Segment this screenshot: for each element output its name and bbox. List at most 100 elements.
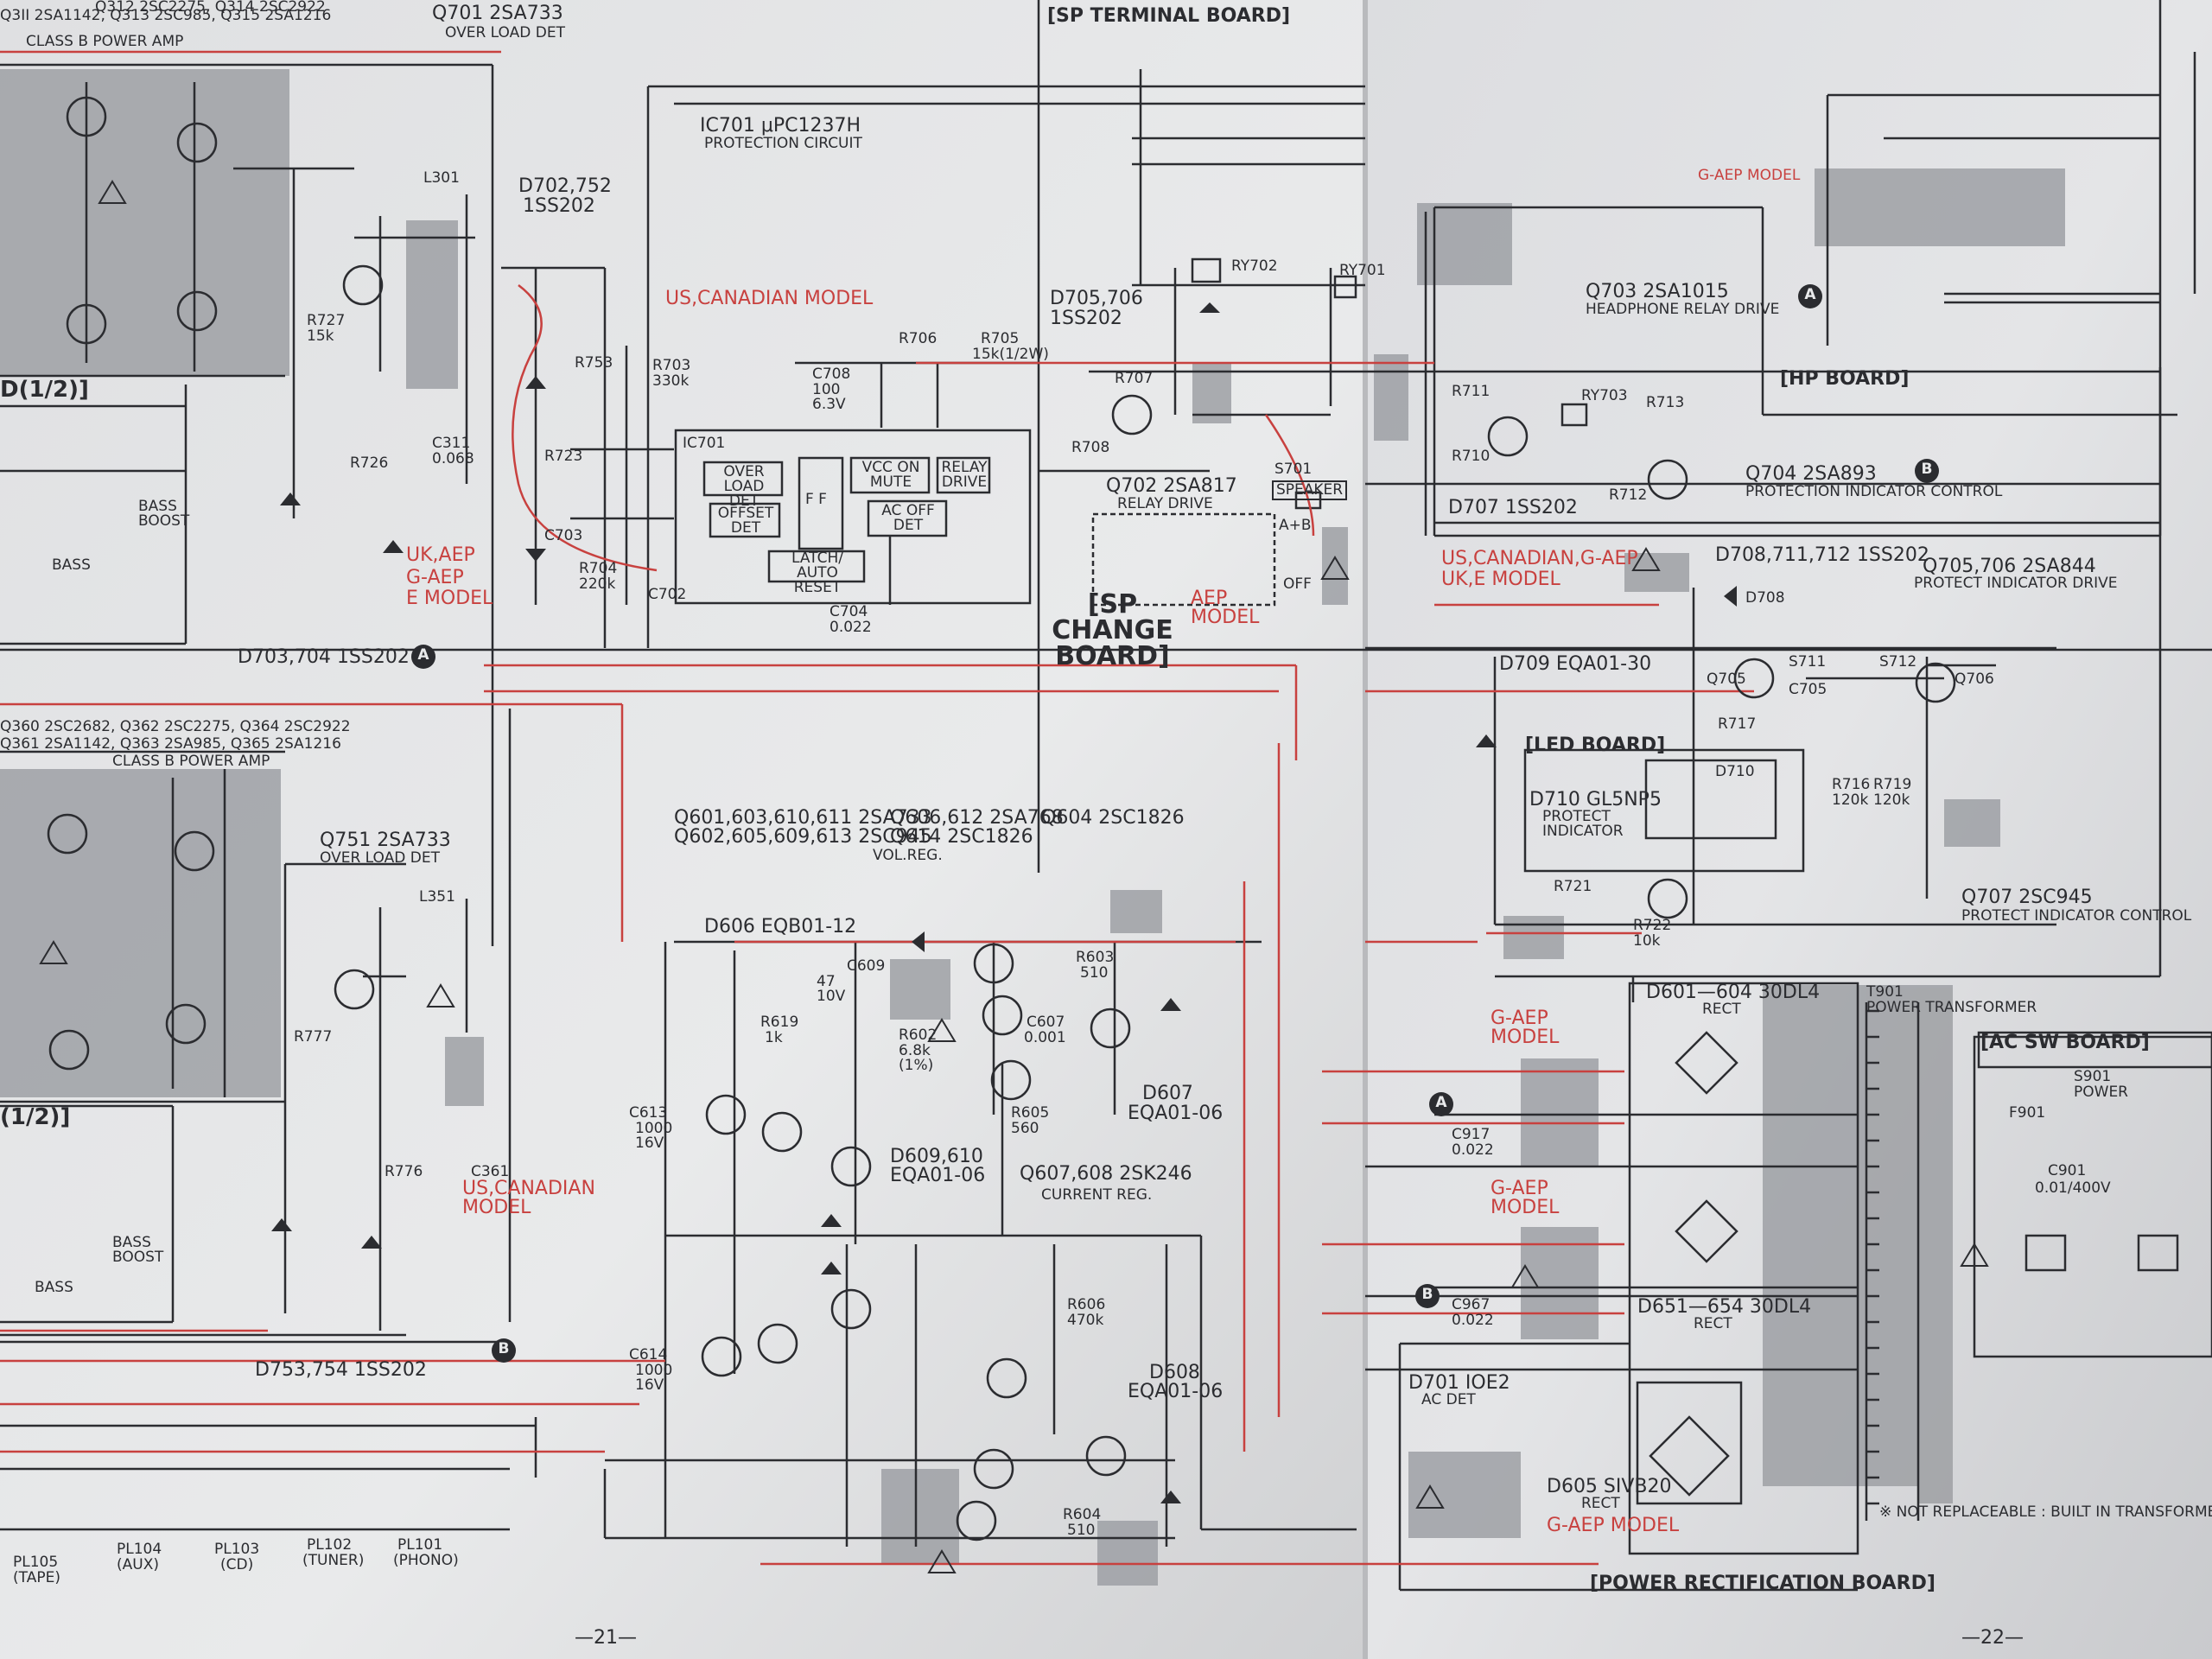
d702-label: D702,752	[518, 175, 612, 197]
note-g-aep-model-3: G-AEP MODEL	[1491, 1178, 1560, 1218]
bass-label-2: BASS	[35, 1279, 73, 1296]
node-marker-label: A	[417, 646, 429, 664]
c703-label: C703	[544, 527, 583, 544]
d651-sub: RECT	[1694, 1315, 1732, 1332]
q706-mark: Q706	[1955, 671, 1994, 688]
q705-label: Q705,706 2SA844	[1923, 556, 2096, 577]
d608-label-2: EQA01-06	[1128, 1381, 1224, 1402]
r726-label: R726	[350, 454, 389, 472]
d607-label: D607	[1142, 1083, 1193, 1104]
q701-label: Q701 2SA733	[432, 3, 563, 24]
node-marker-label: A	[1804, 286, 1816, 303]
node-marker-circle	[1798, 284, 1822, 308]
node-marker-circle	[492, 1338, 516, 1363]
q751-sub: OVER LOAD DET	[320, 849, 440, 867]
d710-label: D710 GL5NP5	[1529, 789, 1662, 810]
d609-label-2: EQA01-06	[890, 1165, 986, 1186]
c704-val: 0.022	[830, 619, 872, 636]
r703-label: R703	[652, 357, 691, 374]
ry701-label: RY701	[1339, 262, 1386, 279]
bass-label: BASS	[52, 556, 91, 574]
c613-val: 1000 16V	[635, 1120, 673, 1152]
c967-val: 0.022	[1452, 1312, 1494, 1329]
note-g-aep-model: G-AEP MODEL	[1698, 167, 1801, 184]
l351-label: L351	[419, 888, 455, 906]
q601-label: Q601,603,610,611 2SA733	[674, 807, 932, 829]
note-us-canadian-model-2: US,CANADIAN MODEL	[462, 1178, 595, 1218]
r704-val: 220k	[579, 575, 616, 593]
l301-label: L301	[423, 169, 460, 187]
d702-label-2: 1SS202	[523, 195, 595, 217]
node-marker-circle	[411, 645, 435, 669]
ic701-sub: PROTECTION CIRCUIT	[704, 135, 862, 152]
r619-label: R619	[760, 1014, 799, 1031]
c614-val: 1000 16V	[635, 1362, 673, 1394]
q707-label: Q707 2SC945	[1961, 887, 2093, 908]
r602-val: 6.8k (1%)	[899, 1042, 934, 1074]
d707-label: D707 1SS202	[1448, 497, 1578, 518]
d605-sub: RECT	[1581, 1495, 1620, 1512]
r753-label: R753	[575, 354, 613, 372]
transistor-symbols	[47, 96, 1956, 1541]
c609-label: C609	[847, 957, 886, 975]
d709-label: D709 EQA01-30	[1499, 653, 1652, 675]
note-g-aep: G-AEP	[406, 567, 464, 588]
node-marker-circle	[1429, 1092, 1453, 1116]
ic-vcc-block: VCC ON MUTE	[861, 459, 920, 491]
c607-label: C607	[1027, 1014, 1065, 1031]
r716-label: R716	[1832, 776, 1871, 793]
ac-sw-board-label: [AC SW BOARD]	[1980, 1032, 2150, 1053]
q705-sub: PROTECT INDICATOR DRIVE	[1914, 575, 2118, 592]
ic-over-load-block: OVER LOAD DET	[723, 463, 765, 510]
wiring-black	[0, 0, 2212, 1592]
note-g-aep-model-2: G-AEP MODEL	[1491, 1007, 1560, 1048]
q701-sub: OVER LOAD DET	[445, 24, 565, 41]
r712-label: R712	[1609, 486, 1648, 504]
q703-sub: HEADPHONE RELAY DRIVE	[1586, 301, 1780, 318]
class-b-mid: CLASS B POWER AMP	[112, 753, 270, 770]
d609-label: D609,610	[890, 1146, 983, 1167]
r605-label: R605	[1011, 1104, 1050, 1122]
bass-boost-label-2: BASS BOOST	[112, 1234, 164, 1266]
r727-label: R727	[307, 312, 346, 329]
ic-relay-block: RELAY DRIVE	[941, 459, 988, 491]
q-header-top-2: Q312 2SC2275, Q314 2SC2922	[95, 0, 326, 16]
c917-label: C917	[1452, 1126, 1491, 1143]
d708-mark: D708	[1745, 589, 1785, 607]
q601-label-2: Q602,605,609,613 2SC945	[674, 826, 932, 848]
q-header-mid: Q360 2SC2682, Q362 2SC2275, Q364 2SC2922	[0, 718, 351, 735]
speaker-switch-label: SPEAKER	[1272, 480, 1348, 500]
c361-label: C361	[471, 1163, 510, 1180]
bass-boost-label: BASS BOOST	[138, 498, 190, 530]
r711-label: R711	[1452, 383, 1491, 400]
q702-sub: RELAY DRIVE	[1117, 495, 1213, 512]
node-marker-label: B	[1421, 1286, 1433, 1303]
ry702-label: RY702	[1231, 257, 1278, 275]
s712-mark: S712	[1879, 653, 1917, 671]
q703-label: Q703 2SA1015	[1586, 281, 1729, 302]
q707-sub: PROTECT INDICATOR CONTROL	[1961, 907, 2192, 925]
t901-label: T901	[1866, 983, 1904, 1001]
r708-label: R708	[1071, 439, 1110, 456]
d607-label-2: EQA01-06	[1128, 1103, 1224, 1124]
node-marker-label: B	[498, 1340, 510, 1357]
r723-label: R723	[544, 448, 583, 465]
q607-label: Q607,608 2SK246	[1020, 1163, 1192, 1185]
d705-label: D705,706	[1050, 288, 1143, 309]
ic701-label: IC701 μPC1237H	[700, 115, 861, 137]
ry703-label: RY703	[1581, 387, 1628, 404]
c311-label: C311	[432, 435, 471, 452]
d710-sub: PROTECT INDICATOR	[1542, 808, 1624, 840]
sp-terminal-board-label: [SP TERMINAL BOARD]	[1047, 5, 1291, 27]
q614-label: Q614 2SC1826	[890, 826, 1033, 848]
r716-val: 120k	[1832, 791, 1869, 809]
r603-val: 510	[1080, 964, 1109, 982]
pl105-label: PL105	[13, 1554, 59, 1571]
led-board-label: [LED BOARD]	[1525, 734, 1666, 756]
ic-ff-block: F F	[805, 491, 827, 508]
r777-label: R777	[294, 1028, 333, 1046]
note-aep-model: AEP MODEL	[1191, 588, 1260, 628]
power-rect-board-label: [POWER RECTIFICATION BOARD]	[1590, 1573, 1936, 1594]
